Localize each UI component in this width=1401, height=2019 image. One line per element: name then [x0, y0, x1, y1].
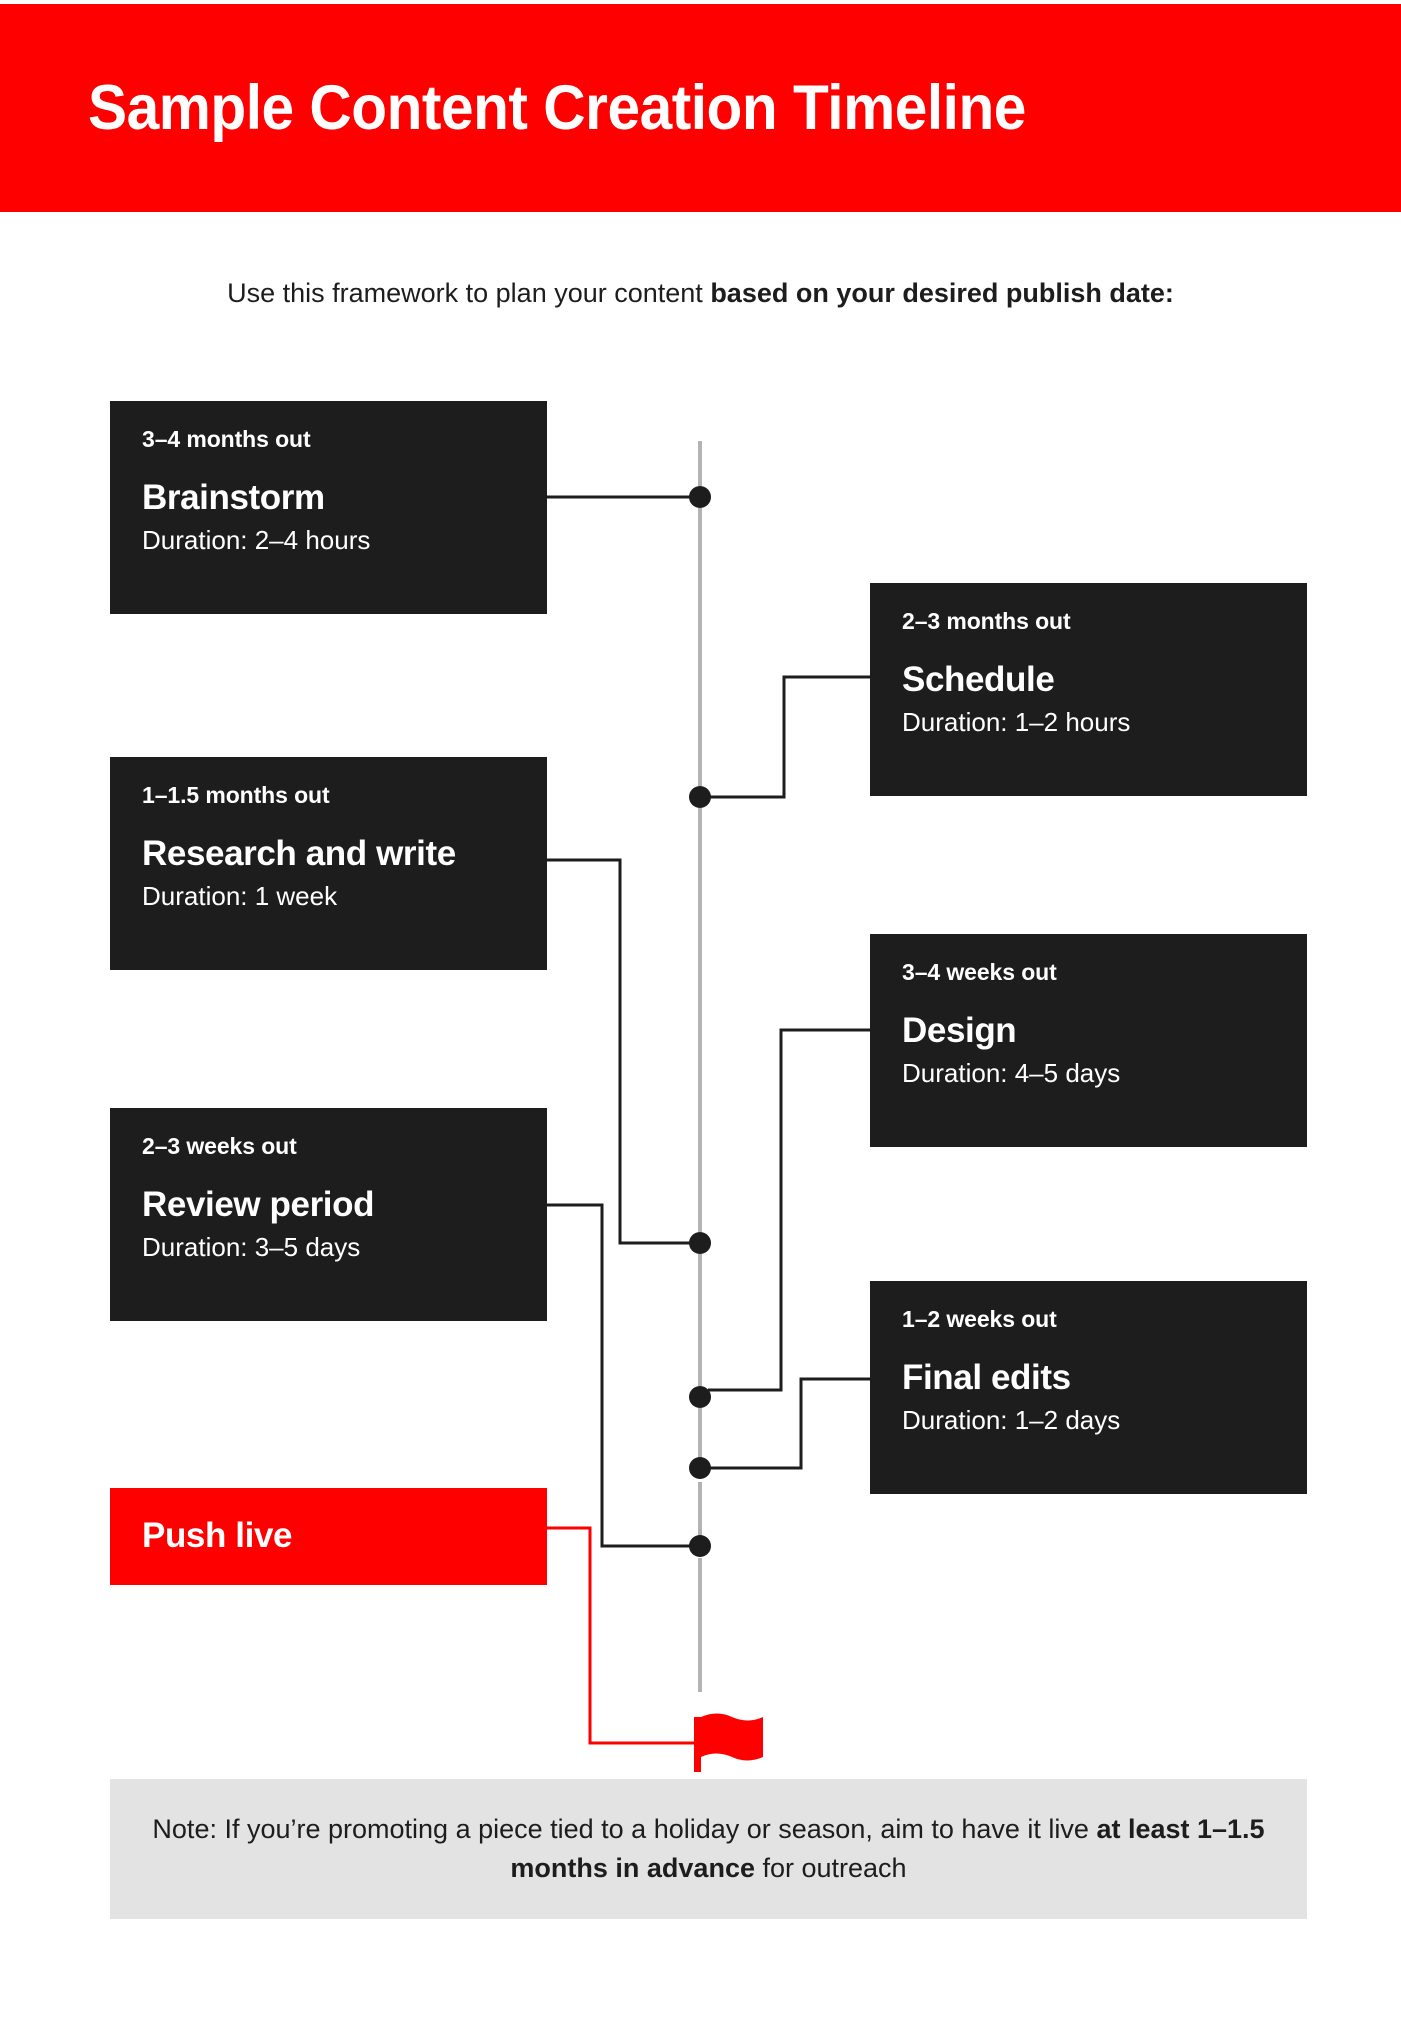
timeline-card-schedule[interactable]: 2–3 months out Schedule Duration: 1–2 ho…: [870, 583, 1307, 796]
card-title: Research and write: [142, 834, 456, 874]
card-when: 2–3 weeks out: [142, 1133, 297, 1159]
timeline-dots: [689, 486, 711, 1557]
subtitle-lead: Use this framework to plan your content: [227, 278, 711, 308]
card-when: 1–2 weeks out: [902, 1306, 1057, 1332]
timeline-card-brainstorm[interactable]: 3–4 months out Brainstorm Duration: 2–4 …: [110, 401, 547, 614]
timeline-dot: [689, 1386, 711, 1408]
note-emphasis: at least 1–1.5 months in advance: [510, 1813, 1265, 1883]
timeline-dot: [689, 486, 711, 508]
card-duration: Duration: 1–2 hours: [902, 706, 1131, 737]
page-title: Sample Content Creation Timeline: [88, 73, 1026, 143]
connector-review: [547, 1203, 692, 1548]
subtitle-emphasis: based on your desired publish date:: [710, 278, 1174, 308]
timeline-card-review-period[interactable]: 2–3 weeks out Review period Duration: 3–…: [110, 1108, 547, 1321]
card-title: Schedule: [902, 660, 1055, 700]
card-duration: Duration: 2–4 hours: [142, 524, 371, 555]
card-when: 3–4 weeks out: [902, 959, 1057, 985]
card-title: Final edits: [902, 1358, 1071, 1398]
timeline-dot: [689, 1535, 711, 1557]
header-banner: Sample Content Creation Timeline: [0, 4, 1401, 212]
card-duration: Duration: 1–2 days: [902, 1404, 1121, 1435]
timeline-card-final-edits[interactable]: 1–2 weeks out Final edits Duration: 1–2 …: [870, 1281, 1307, 1494]
card-when: 3–4 months out: [142, 426, 311, 452]
note-lead: Note: If you’re promoting a piece tied t…: [152, 1813, 1097, 1844]
connector-research: [547, 858, 692, 1245]
card-title: Brainstorm: [142, 478, 325, 518]
push-live-button[interactable]: Push live: [110, 1488, 547, 1585]
connector-final-edits: [708, 1377, 870, 1470]
note-box: Note: If you’re promoting a piece tied t…: [110, 1779, 1307, 1919]
connector-design: [708, 1028, 870, 1392]
timeline-dot: [689, 1232, 711, 1254]
note-tail: for outreach: [754, 1853, 907, 1883]
timeline-card-research[interactable]: 1–1.5 months out Research and write Dura…: [110, 757, 547, 970]
flag-icon: [694, 1713, 763, 1772]
timeline-card-design[interactable]: 3–4 weeks out Design Duration: 4–5 days: [870, 934, 1307, 1147]
card-title: Design: [902, 1011, 1017, 1051]
connector-schedule: [708, 675, 870, 799]
timeline-dot: [689, 1457, 711, 1479]
timeline-dot: [689, 786, 711, 808]
card-duration: Duration: 4–5 days: [902, 1057, 1121, 1088]
card-title: Review period: [142, 1185, 375, 1225]
card-duration: Duration: 3–5 days: [142, 1231, 361, 1262]
note-text: Note: If you’re promoting a piece tied t…: [110, 1810, 1307, 1888]
card-duration: Duration: 1 week: [142, 880, 338, 911]
subtitle: Use this framework to plan your content …: [0, 278, 1401, 309]
push-live-label: Push live: [142, 1516, 293, 1556]
connector-push-live: [547, 1526, 700, 1745]
card-when: 2–3 months out: [902, 608, 1071, 634]
card-when: 1–1.5 months out: [142, 782, 330, 808]
